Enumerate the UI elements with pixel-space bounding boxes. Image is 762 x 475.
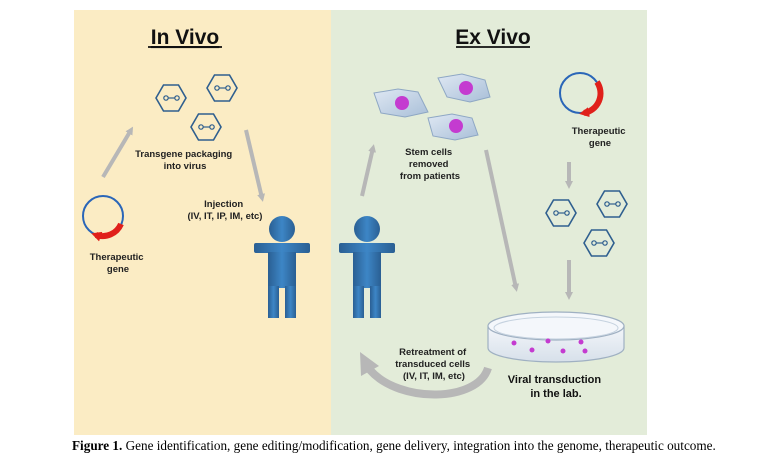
virus-icon xyxy=(545,199,577,227)
caption-label: Figure 1. xyxy=(72,438,123,453)
retreatment-label: Retreatment of transduced cells (IV, IT,… xyxy=(395,347,473,382)
retreatment-arrow xyxy=(360,352,492,399)
stem-cell-icon xyxy=(427,113,479,141)
viral-transduction-label: Viral transduction in the lab. xyxy=(508,374,604,400)
virus-icon xyxy=(596,190,628,218)
virus-icon xyxy=(190,113,222,141)
patient-icon xyxy=(254,216,310,318)
plasmid-icon xyxy=(559,72,604,118)
plasmid-icon xyxy=(82,195,124,242)
therapeutic-gene-label-ex: Therapeutic gene xyxy=(572,126,629,149)
virus-icon xyxy=(155,84,187,112)
stem-cell-icon xyxy=(373,88,429,118)
stem-cell-icon xyxy=(437,73,491,103)
injection-label: Injection (IV, IT, IP, IM, etc) xyxy=(188,199,263,222)
arrow-virus-to-patient xyxy=(244,129,265,202)
ex-vivo-title: Ex Vivo xyxy=(455,26,531,49)
stem-cells-label: Stem cells removed from patients xyxy=(400,147,460,182)
arrow-gene-to-virus xyxy=(101,126,134,179)
petri-dish-icon xyxy=(487,311,625,363)
packaging-label: Transgene packaging into virus xyxy=(135,149,235,172)
virus-icon xyxy=(583,229,615,257)
arrow-cells-to-dish xyxy=(484,149,520,292)
caption-text: Gene identification, gene editing/modifi… xyxy=(122,438,716,453)
ex-vivo-panel xyxy=(331,10,647,435)
arrow-patient-to-cells xyxy=(360,144,377,197)
patient-icon xyxy=(339,216,395,318)
therapeutic-gene-label: Therapeutic gene xyxy=(90,252,147,275)
figure-caption: Figure 1. Gene identification, gene edit… xyxy=(72,438,752,453)
in-vivo-title: In Vivo xyxy=(151,26,219,49)
virus-icon xyxy=(206,74,238,102)
